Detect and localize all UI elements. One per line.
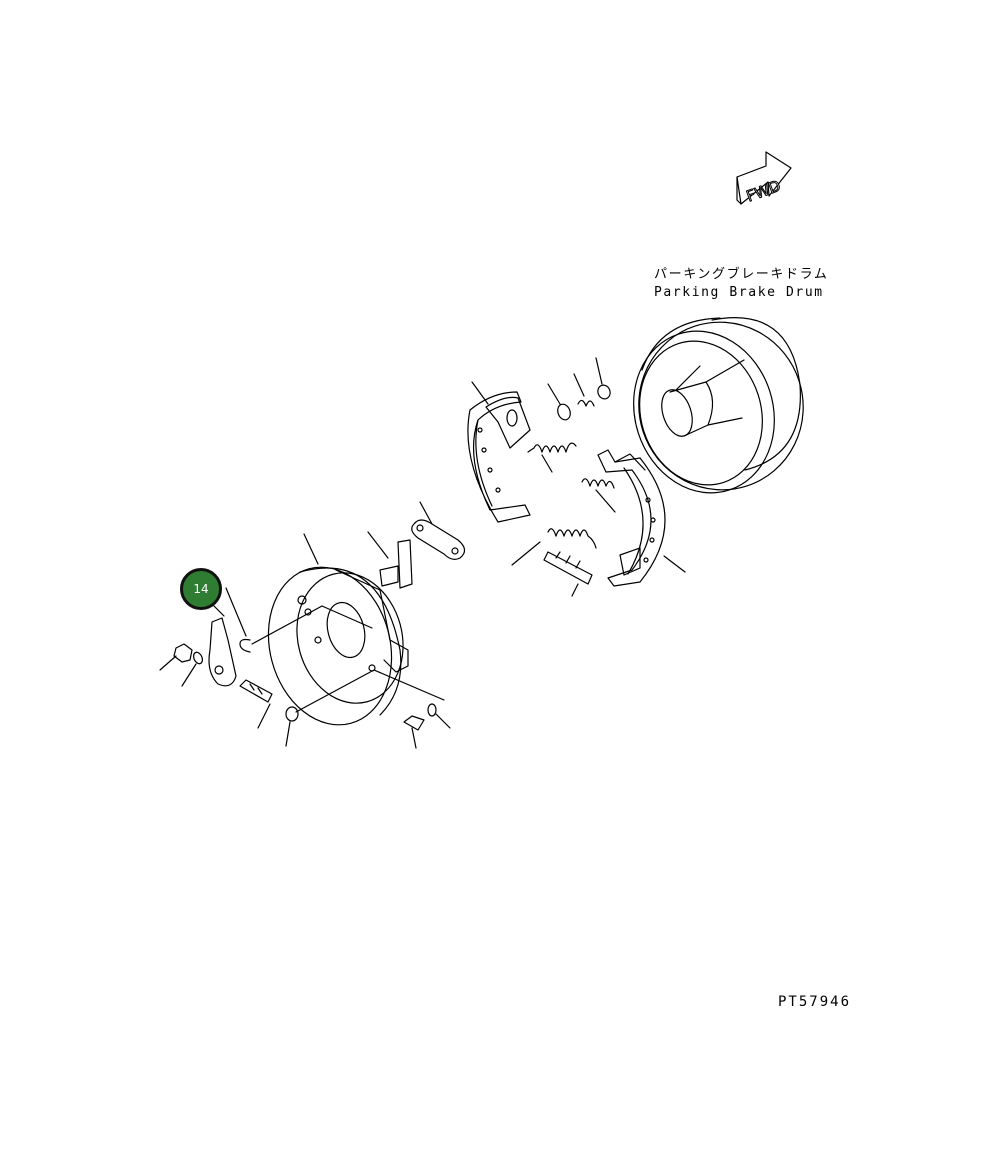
spring-upper bbox=[528, 443, 576, 472]
callout-number: 14 bbox=[193, 582, 209, 596]
brake-lever-arm bbox=[209, 618, 236, 686]
washer-1 bbox=[548, 384, 572, 422]
spring-lower bbox=[512, 529, 596, 565]
brake-drum bbox=[613, 301, 825, 512]
pivot-bolt bbox=[240, 680, 272, 728]
assembly-lines bbox=[208, 600, 444, 712]
upper-brake-shoe bbox=[468, 382, 530, 522]
e-ring bbox=[226, 588, 250, 652]
lock-nut bbox=[160, 644, 192, 670]
link-plate bbox=[412, 502, 465, 559]
lock-washer bbox=[182, 651, 204, 686]
part-callout-14[interactable]: 14 bbox=[180, 568, 222, 610]
drum-label-japanese: パーキングブレーキドラム bbox=[654, 267, 829, 282]
cam-lever bbox=[368, 532, 412, 588]
fwd-arrow-icon: FWD bbox=[737, 152, 791, 206]
spring-middle bbox=[582, 479, 615, 512]
mounting-bolt-2 bbox=[404, 716, 424, 748]
washer-2 bbox=[428, 704, 450, 728]
nut bbox=[596, 358, 612, 401]
back-plate bbox=[251, 534, 417, 739]
spring-washer bbox=[574, 374, 594, 406]
drum-label: パーキングブレーキドラム Parking Brake Drum bbox=[654, 266, 829, 302]
mounting-bolt bbox=[286, 707, 298, 746]
adjuster-screw bbox=[544, 552, 592, 596]
drum-label-english: Parking Brake Drum bbox=[654, 285, 824, 300]
lower-brake-shoe bbox=[598, 450, 685, 586]
drawing-code: PT57946 bbox=[778, 994, 852, 1010]
fwd-text: FWD bbox=[744, 177, 783, 206]
